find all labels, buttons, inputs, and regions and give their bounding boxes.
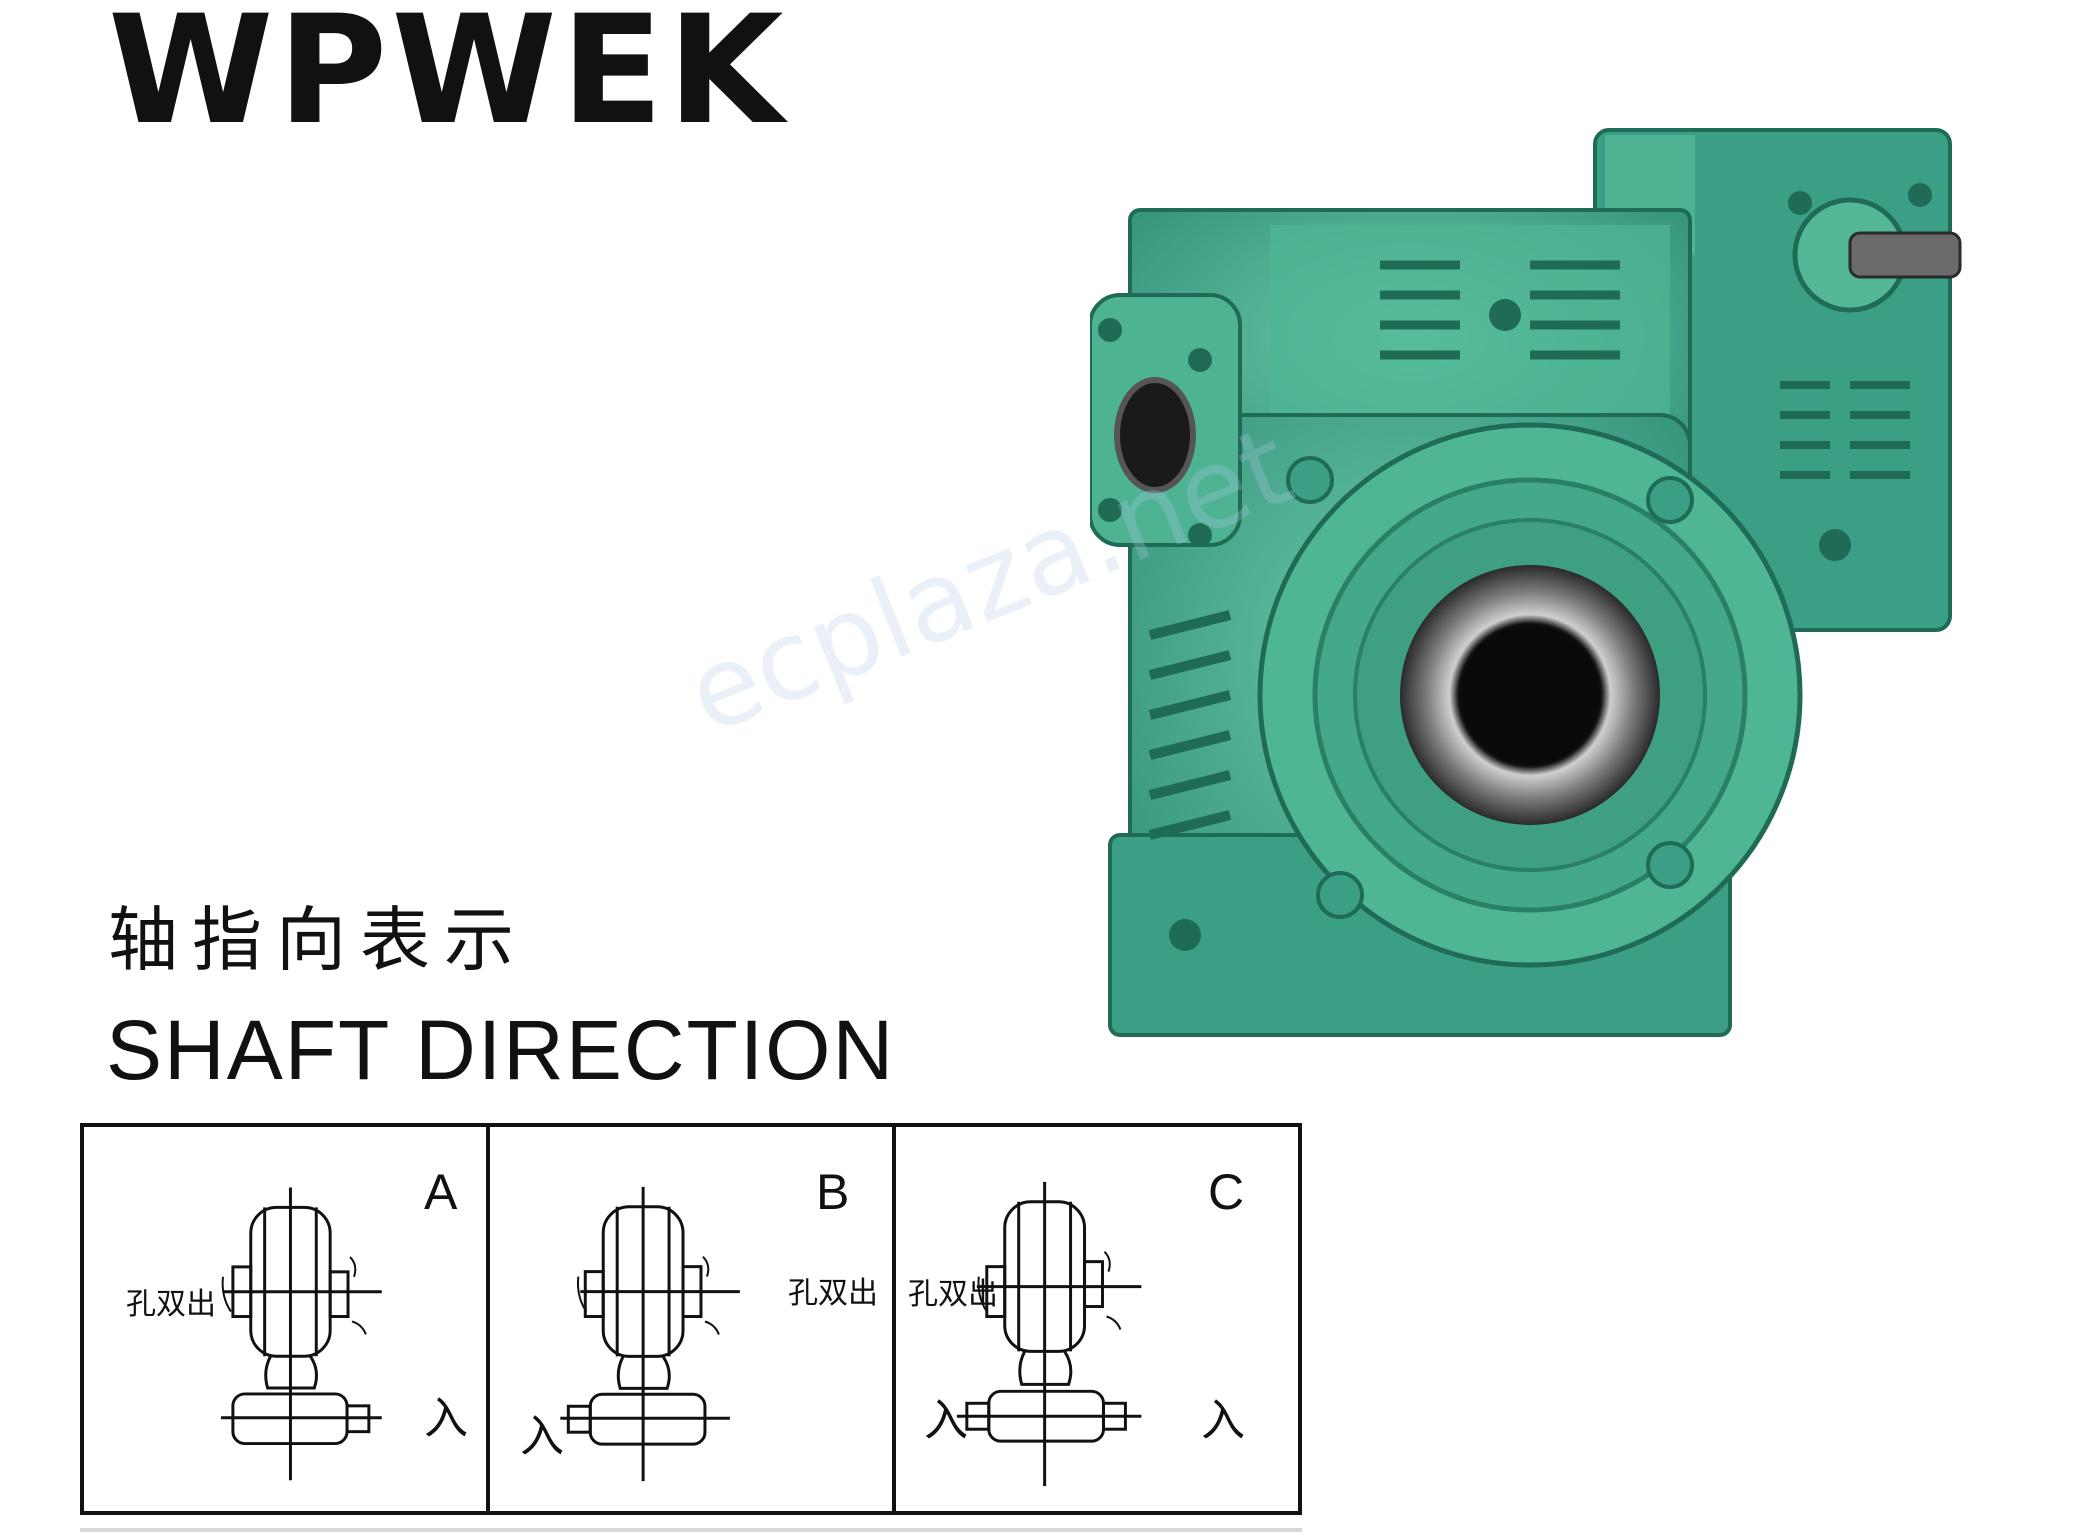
diagram-c <box>956 1181 1142 1487</box>
panel-letter: A <box>424 1164 458 1220</box>
panel-letter: B <box>816 1164 850 1220</box>
product-title: WPWEK <box>108 0 788 158</box>
heading-chinese: 轴指向表示 <box>108 899 528 981</box>
panel-b: B 孔双出 入 <box>490 1127 896 1511</box>
input-label-right: 入 <box>1201 1395 1245 1446</box>
panel-a: A 孔双出 入 <box>84 1127 490 1511</box>
output-label: 孔双出 <box>788 1276 878 1311</box>
diagram-a <box>220 1187 382 1481</box>
shaft-direction-panels: A 孔双出 入 B <box>80 1123 1302 1515</box>
heading-english: SHAFT DIRECTION <box>106 1003 896 1097</box>
output-label: 孔双出 <box>908 1277 998 1312</box>
divider <box>80 1528 1302 1532</box>
input-label-left: 入 <box>924 1395 968 1446</box>
input-label: 入 <box>520 1411 564 1462</box>
panel-c: C 孔双出 入 入 <box>896 1127 1298 1511</box>
output-label: 孔双出 <box>126 1287 216 1322</box>
input-label: 入 <box>424 1393 468 1444</box>
gearbox-product-image <box>1090 128 1962 1037</box>
panel-letter: C <box>1208 1164 1245 1220</box>
diagram-b <box>560 1186 740 1482</box>
